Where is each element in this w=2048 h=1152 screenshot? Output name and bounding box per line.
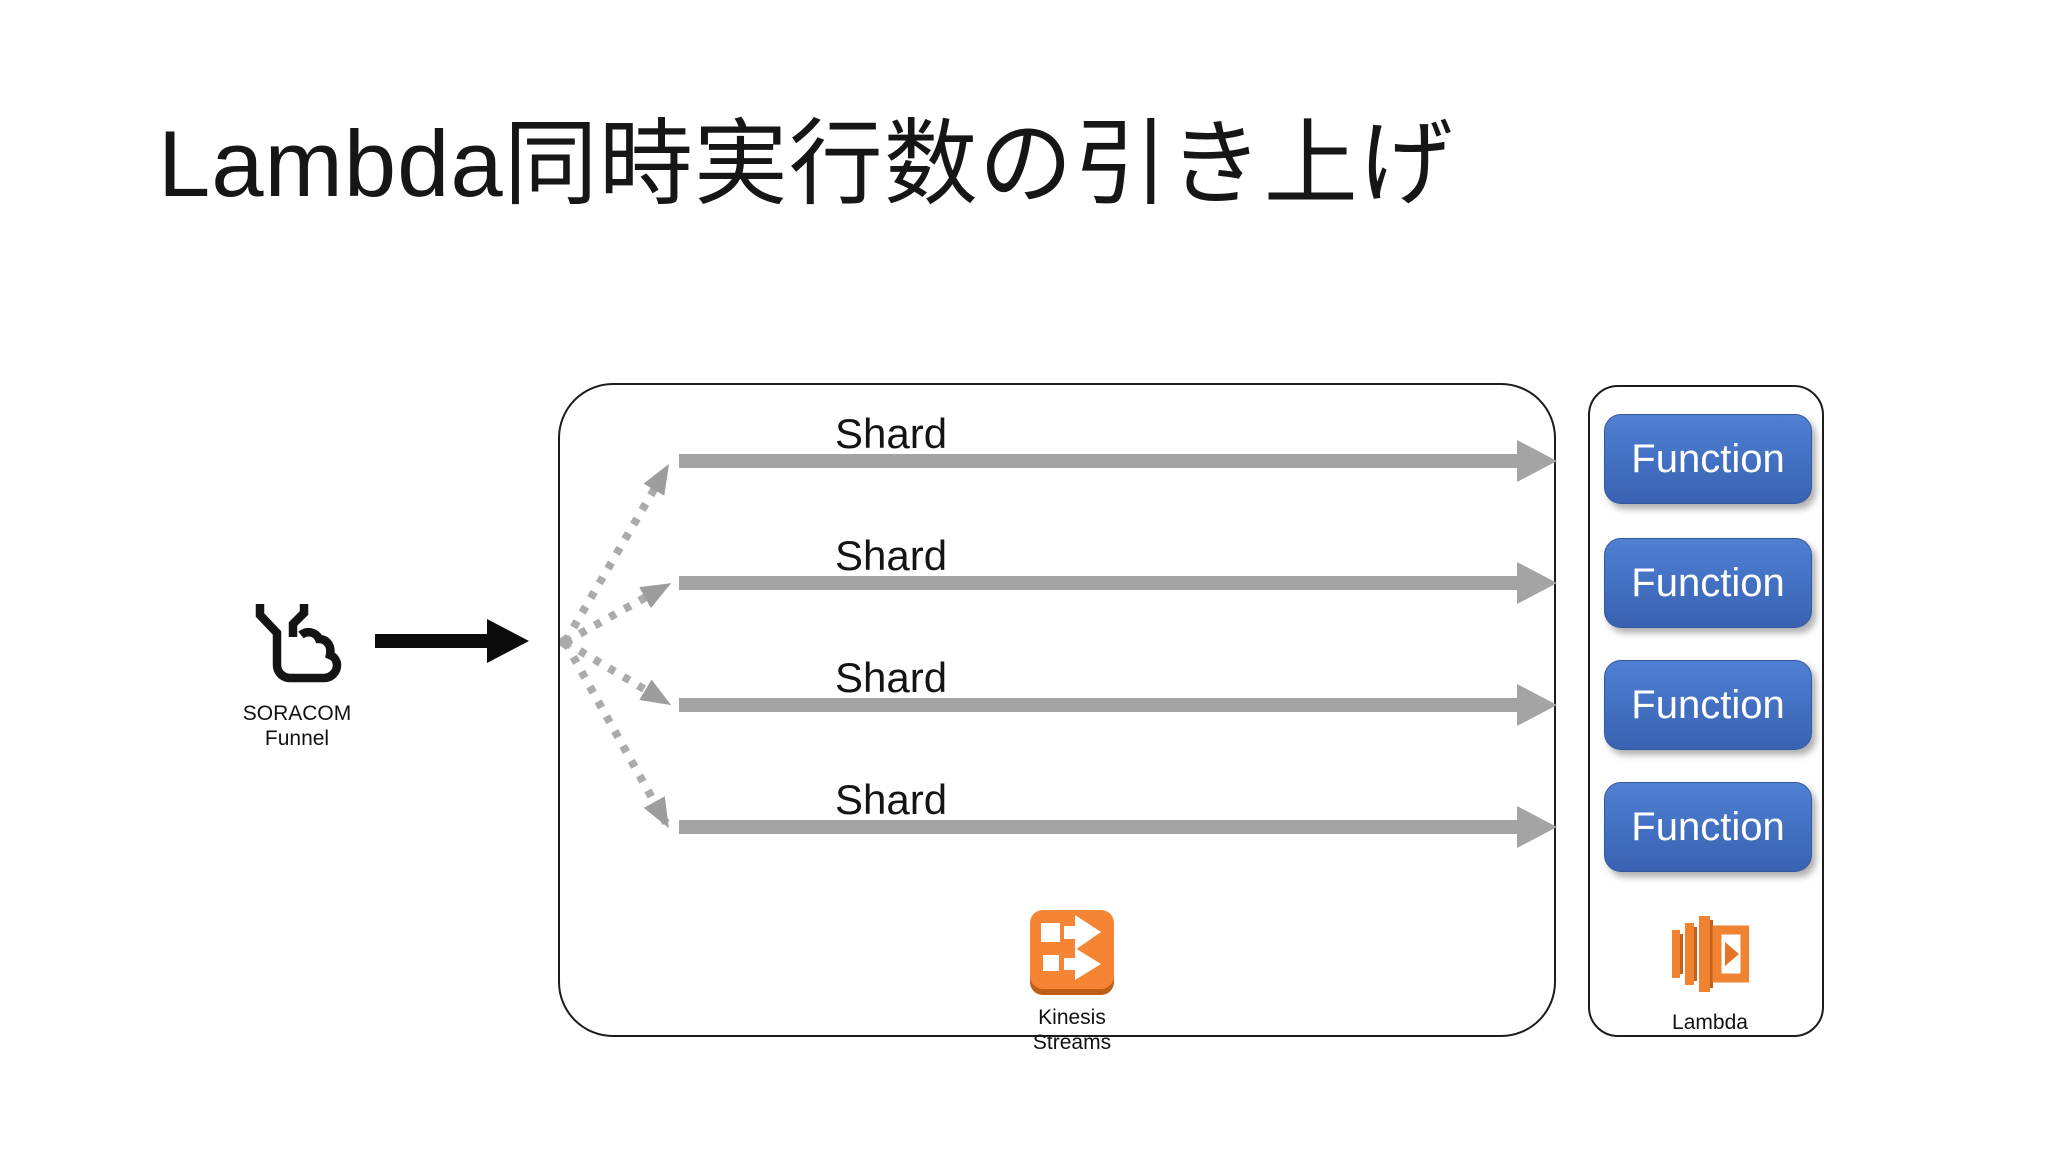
function-node: Function xyxy=(1604,414,1812,504)
shard-row: Shard xyxy=(560,532,1558,642)
shard-row: Shard xyxy=(560,410,1558,520)
lambda-icon xyxy=(1671,916,1750,1004)
function-node: Function xyxy=(1604,538,1812,628)
slide-title: Lambda同時実行数の引き上げ xyxy=(158,111,1454,216)
kinesis-streams-icon xyxy=(1030,910,1114,1001)
shard-arrow-head-icon xyxy=(1517,684,1557,726)
shard-label: Shard xyxy=(835,776,948,823)
shard-label: Shard xyxy=(835,654,948,701)
shard-arrow-shaft xyxy=(679,820,1517,834)
kinesis-label-line2: Streams xyxy=(1032,1031,1112,1054)
lambda-label: Lambda xyxy=(1672,1011,1748,1034)
shard-arrow-head-icon xyxy=(1517,562,1557,604)
soracom-funnel-cloud-icon xyxy=(245,604,349,692)
shard-label: Shard xyxy=(835,410,948,457)
kinesis-label-line1: Kinesis xyxy=(1038,1006,1106,1029)
shard-row: Shard xyxy=(560,654,1558,764)
flow-right-arrow-icon xyxy=(375,619,530,668)
shard-arrow-shaft xyxy=(679,454,1517,468)
kinesis-streams-label: Kinesis Streams xyxy=(992,1005,1152,1055)
function-label: Function xyxy=(1631,682,1785,727)
fan-dotted-arrows xyxy=(560,463,672,829)
function-node: Function xyxy=(1604,660,1812,750)
soracom-funnel-label: SORACOM Funnel xyxy=(232,701,362,751)
lambda-group: Lambda xyxy=(1630,908,1790,1035)
function-node: Function xyxy=(1604,782,1812,872)
soracom-label-line2: Funnel xyxy=(264,727,330,750)
shard-arrow-shaft xyxy=(679,698,1517,712)
shard-arrow-shaft xyxy=(679,576,1517,590)
soracom-funnel-group: SORACOM Funnel xyxy=(232,600,362,751)
function-label: Function xyxy=(1631,804,1785,849)
shard-arrow-head-icon xyxy=(1517,806,1557,848)
function-label: Function xyxy=(1631,560,1785,605)
function-label: Function xyxy=(1631,436,1785,481)
shard-label: Shard xyxy=(835,532,948,579)
shard-arrow-head-icon xyxy=(1517,440,1557,482)
kinesis-streams-group: Kinesis Streams xyxy=(992,910,1152,1055)
shard-row: Shard xyxy=(560,776,1558,886)
soracom-label-line1: SORACOM xyxy=(242,702,352,725)
